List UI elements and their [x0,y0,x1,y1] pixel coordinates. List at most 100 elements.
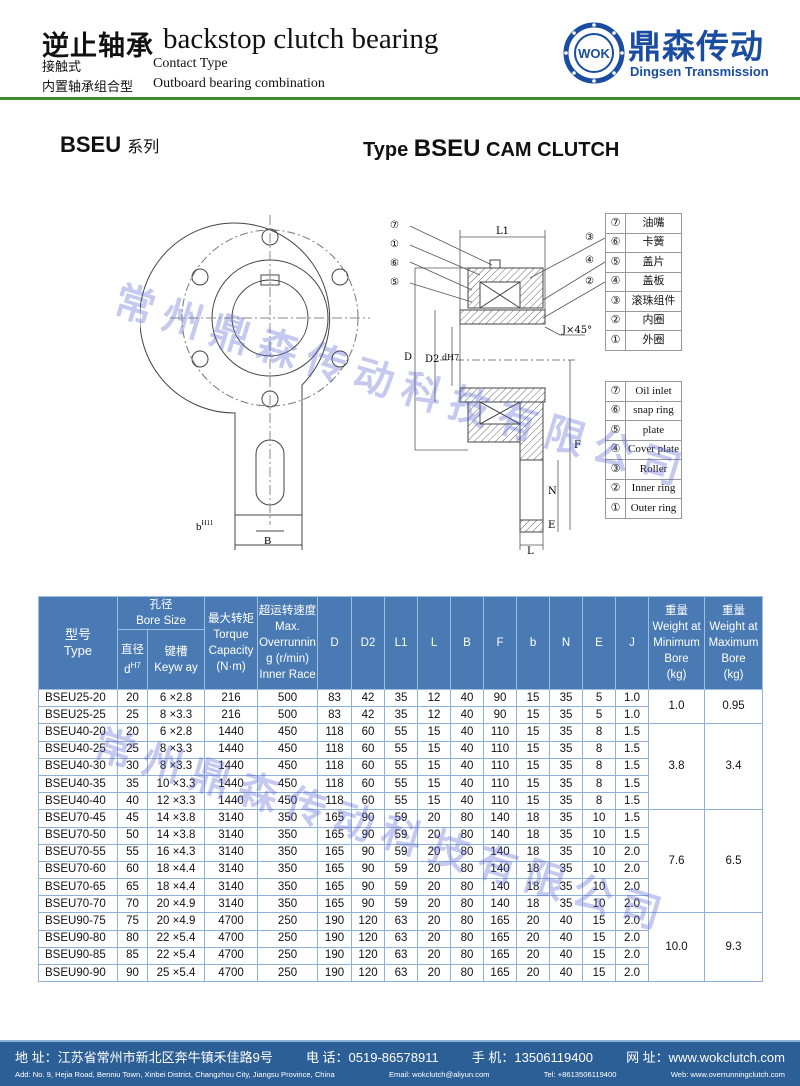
cell-F: 140 [483,878,518,897]
svg-text:⑦: ⑦ [390,220,399,231]
part-name: 盖片 [625,252,682,273]
cell-weight-max: 0.95 [704,688,764,725]
cell-N: 35 [549,895,584,914]
cell-keyway: 16 ×4.3 [146,843,206,862]
header-D: D [317,596,353,690]
part-name: Cover plate [625,439,682,460]
cell-D2: 120 [351,912,386,931]
header-L: L [417,596,452,690]
cell-N: 35 [549,878,584,897]
cell-max-speed: 450 [257,792,319,811]
cell-F: 165 [483,946,518,966]
cell-L1: 55 [384,723,419,742]
cell-L1: 55 [384,740,419,759]
cell-B: 80 [450,878,485,897]
cell-max-speed: 250 [257,946,319,966]
cell-b: 20 [516,963,551,983]
footer-phone: 电 话：0519-86578911 [305,1050,439,1065]
cell-D2: 90 [351,843,386,862]
cell-E: 8 [582,740,617,759]
part-number: ① [605,330,626,351]
cell-max-speed: 250 [257,912,319,931]
cell-D2: 60 [351,757,386,776]
cell-weight-max: 9.3 [704,912,764,983]
cell-D2: 120 [351,963,386,983]
cell-weight-min: 7.6 [648,809,706,914]
cell-L: 20 [417,843,452,862]
cell-B: 80 [450,912,485,931]
cell-J: 1.0 [615,688,650,708]
cell-J: 1.5 [615,792,650,811]
cell-keyway: 12 ×3.3 [146,792,206,811]
cell-bore-diameter: 45 [117,809,148,828]
cell-torque: 3140 [204,895,259,914]
footer-website[interactable]: 网 址：www.wokclutch.com [626,1050,785,1065]
cell-bore-diameter: 90 [117,963,148,983]
cell-J: 1.5 [615,740,650,759]
cell-B: 40 [450,723,485,742]
part-name: Roller [625,459,682,480]
cell-D2: 60 [351,792,386,811]
svg-text:E: E [548,520,555,531]
cell-J: 1.0 [615,706,650,725]
cell-D: 83 [317,706,353,725]
svg-text:F: F [574,440,581,451]
cell-D2: 90 [351,895,386,914]
cell-J: 2.0 [615,860,650,880]
cell-L: 20 [417,878,452,897]
cell-torque: 3140 [204,843,259,862]
cell-max-speed: 450 [257,723,319,742]
cell-B: 40 [450,740,485,759]
cell-bore-diameter: 70 [117,895,148,914]
cell-max-speed: 350 [257,860,319,880]
cell-L: 12 [417,706,452,725]
cell-b: 20 [516,946,551,966]
footer-web-en[interactable]: Web: www.overrunningclutch.com [670,1070,785,1079]
cell-J: 1.5 [615,723,650,742]
cell-L: 20 [417,946,452,966]
cell-type: BSEU70-55 [38,843,118,862]
cell-b: 15 [516,774,551,794]
header-E: E [582,596,617,690]
part-name: 卡簧 [625,232,682,253]
footer-email[interactable]: Email: wokclutch@aliyun.com [388,1070,490,1079]
cell-b: 15 [516,757,551,776]
cell-E: 8 [582,792,617,811]
cell-max-speed: 350 [257,895,319,914]
cell-L1: 55 [384,792,419,811]
cell-type: BSEU40-40 [38,792,118,811]
svg-text:⑤: ⑤ [390,277,399,288]
header-N: N [549,596,584,690]
cell-L: 15 [417,774,452,794]
cell-E: 10 [582,895,617,914]
svg-text:④: ④ [585,255,594,266]
cell-keyway: 20 ×4.9 [146,912,206,931]
cell-B: 40 [450,757,485,776]
logo-name-cn: 鼎森传动 [628,27,764,66]
cell-L: 20 [417,895,452,914]
cell-D: 165 [317,826,353,845]
cell-D: 165 [317,878,353,897]
cell-D: 190 [317,946,353,966]
cell-type: BSEU25-20 [38,688,118,708]
footer-tel: Tel: +8613506119400 [543,1070,617,1079]
cell-F: 110 [483,740,518,759]
cell-N: 35 [549,843,584,862]
cell-D2: 60 [351,723,386,742]
cell-bore-diameter: 20 [117,688,148,708]
cell-max-speed: 350 [257,809,319,828]
